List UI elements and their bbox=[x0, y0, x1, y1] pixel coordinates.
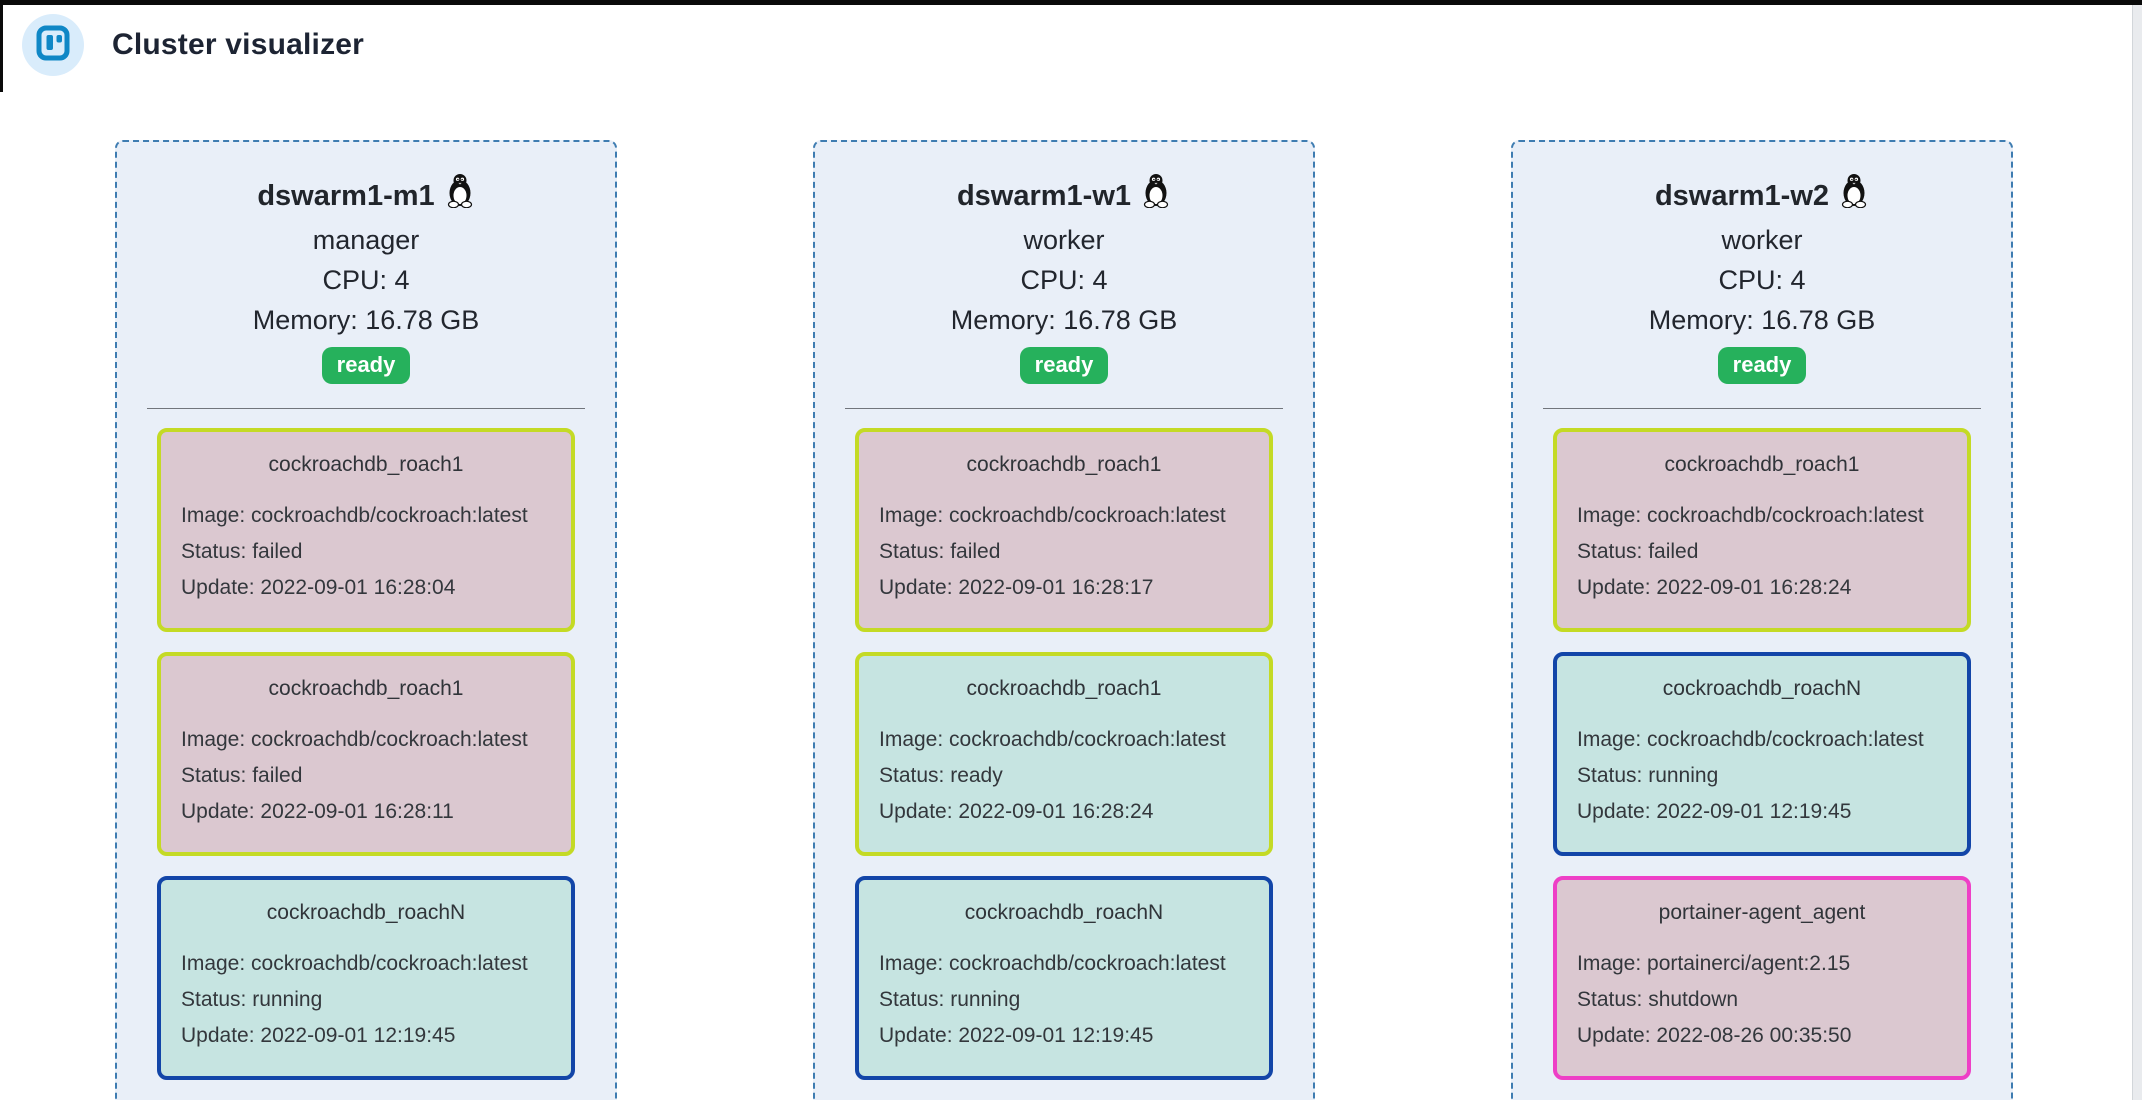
task-update: Update: 2022-08-26 00:35:50 bbox=[1577, 1024, 1852, 1047]
node-name: dswarm1-m1 bbox=[257, 172, 474, 220]
node-status-badge: ready bbox=[1019, 347, 1109, 384]
task-card: cockroachdb_roach1 Image: cockroachdb/co… bbox=[157, 428, 575, 632]
task-list: cockroachdb_roach1 Image: cockroachdb/co… bbox=[1553, 428, 1971, 1080]
node-header: dswarm1-w1 worker bbox=[855, 172, 1273, 384]
node-status-badge: ready bbox=[321, 347, 411, 384]
task-image: Image: cockroachdb/cockroach:latest bbox=[879, 728, 1226, 751]
task-list: cockroachdb_roach1 Image: cockroachdb/co… bbox=[157, 428, 575, 1080]
node-name: dswarm1-w1 bbox=[957, 172, 1171, 220]
portainer-columns-icon bbox=[36, 25, 70, 66]
node-header: dswarm1-m1 manage bbox=[157, 172, 575, 384]
task-update: Update: 2022-09-01 12:19:45 bbox=[879, 1024, 1154, 1047]
task-image: Image: cockroachdb/cockroach:latest bbox=[1577, 504, 1924, 527]
task-status: Status: running bbox=[181, 988, 323, 1011]
node-cpu: CPU: 4 bbox=[322, 265, 410, 295]
node-separator bbox=[1543, 408, 1981, 409]
task-card: cockroachdb_roach1 Image: cockroachdb/co… bbox=[1553, 428, 1971, 632]
node-memory: Memory: 16.78 GB bbox=[252, 305, 480, 335]
window-top-edge bbox=[0, 0, 2142, 5]
node-name-text: dswarm1-w1 bbox=[956, 180, 1132, 212]
task-card: portainer-agent_agent Image: portainerci… bbox=[1553, 876, 1971, 1080]
task-card: cockroachdb_roach1 Image: cockroachdb/co… bbox=[157, 652, 575, 856]
task-update: Update: 2022-09-01 16:28:24 bbox=[1577, 576, 1852, 599]
task-update: Update: 2022-09-01 16:28:17 bbox=[879, 576, 1154, 599]
node-card-dswarm1-m1: dswarm1-m1 manage bbox=[115, 140, 617, 1100]
node-separator bbox=[845, 408, 1283, 409]
node-header: dswarm1-w2 worker bbox=[1553, 172, 1971, 384]
node-role: worker bbox=[1721, 225, 1803, 255]
task-update: Update: 2022-09-01 12:19:45 bbox=[181, 1024, 456, 1047]
task-name: cockroachdb_roachN bbox=[1662, 677, 1862, 700]
page-title: Cluster visualizer bbox=[112, 28, 365, 61]
linux-tux-penguin-icon bbox=[445, 172, 475, 220]
task-name: cockroachdb_roach1 bbox=[966, 453, 1162, 476]
task-status: Status: running bbox=[1577, 764, 1719, 787]
task-image: Image: cockroachdb/cockroach:latest bbox=[1577, 728, 1924, 751]
task-card: cockroachdb_roach1 Image: cockroachdb/co… bbox=[855, 428, 1273, 632]
task-name: cockroachdb_roach1 bbox=[966, 677, 1162, 700]
node-separator bbox=[147, 408, 585, 409]
task-image: Image: cockroachdb/cockroach:latest bbox=[181, 504, 528, 527]
task-name: cockroachdb_roach1 bbox=[268, 677, 464, 700]
task-image: Image: cockroachdb/cockroach:latest bbox=[879, 504, 1226, 527]
task-name: portainer-agent_agent bbox=[1658, 901, 1866, 924]
task-update: Update: 2022-09-01 12:19:45 bbox=[1577, 800, 1852, 823]
task-card: cockroachdb_roach1 Image: cockroachdb/co… bbox=[855, 652, 1273, 856]
task-card: cockroachdb_roachN Image: cockroachdb/co… bbox=[1553, 652, 1971, 856]
node-name-text: dswarm1-m1 bbox=[257, 180, 435, 212]
task-name: cockroachdb_roachN bbox=[964, 901, 1164, 924]
task-status: Status: shutdown bbox=[1577, 988, 1739, 1011]
task-image: Image: portainerci/agent:2.15 bbox=[1577, 952, 1851, 975]
node-card-dswarm1-w2: dswarm1-w2 worker bbox=[1511, 140, 2013, 1100]
task-card: cockroachdb_roachN Image: cockroachdb/co… bbox=[855, 876, 1273, 1080]
node-cpu: CPU: 4 bbox=[1718, 265, 1806, 295]
task-list: cockroachdb_roach1 Image: cockroachdb/co… bbox=[855, 428, 1273, 1080]
linux-tux-penguin-icon bbox=[1839, 172, 1869, 220]
task-card: cockroachdb_roachN Image: cockroachdb/co… bbox=[157, 876, 575, 1080]
node-memory: Memory: 16.78 GB bbox=[950, 305, 1178, 335]
node-status-row: ready bbox=[157, 347, 575, 384]
task-image: Image: cockroachdb/cockroach:latest bbox=[181, 952, 528, 975]
page-header: Cluster visualizer bbox=[0, 0, 2142, 76]
node-name-text: dswarm1-w2 bbox=[1654, 180, 1830, 212]
task-name: cockroachdb_roach1 bbox=[1664, 453, 1860, 476]
task-image: Image: cockroachdb/cockroach:latest bbox=[879, 952, 1226, 975]
node-status-row: ready bbox=[855, 347, 1273, 384]
task-update: Update: 2022-09-01 16:28:24 bbox=[879, 800, 1154, 823]
task-status: Status: failed bbox=[181, 540, 303, 563]
node-status-row: ready bbox=[1553, 347, 1971, 384]
task-update: Update: 2022-09-01 16:28:04 bbox=[181, 576, 456, 599]
task-status: Status: failed bbox=[879, 540, 1001, 563]
task-name: cockroachdb_roach1 bbox=[268, 453, 464, 476]
node-role: worker bbox=[1023, 225, 1105, 255]
task-status: Status: running bbox=[879, 988, 1021, 1011]
task-update: Update: 2022-09-01 16:28:11 bbox=[181, 800, 454, 823]
node-cpu: CPU: 4 bbox=[1020, 265, 1108, 295]
task-status: Status: failed bbox=[181, 764, 303, 787]
window-left-edge bbox=[0, 0, 3, 92]
task-name: cockroachdb_roachN bbox=[266, 901, 466, 924]
vertical-scrollbar[interactable] bbox=[2132, 5, 2142, 1100]
task-image: Image: cockroachdb/cockroach:latest bbox=[181, 728, 528, 751]
linux-tux-penguin-icon bbox=[1141, 172, 1171, 220]
node-card-dswarm1-w1: dswarm1-w1 worker bbox=[813, 140, 1315, 1100]
cluster-nodes-area: dswarm1-m1 manage bbox=[0, 76, 2142, 1100]
app-logo-badge bbox=[22, 14, 84, 76]
node-memory: Memory: 16.78 GB bbox=[1648, 305, 1876, 335]
node-name: dswarm1-w2 bbox=[1655, 172, 1869, 220]
node-role: manager bbox=[312, 225, 420, 255]
node-status-badge: ready bbox=[1717, 347, 1807, 384]
task-status: Status: failed bbox=[1577, 540, 1699, 563]
task-status: Status: ready bbox=[879, 764, 1003, 787]
